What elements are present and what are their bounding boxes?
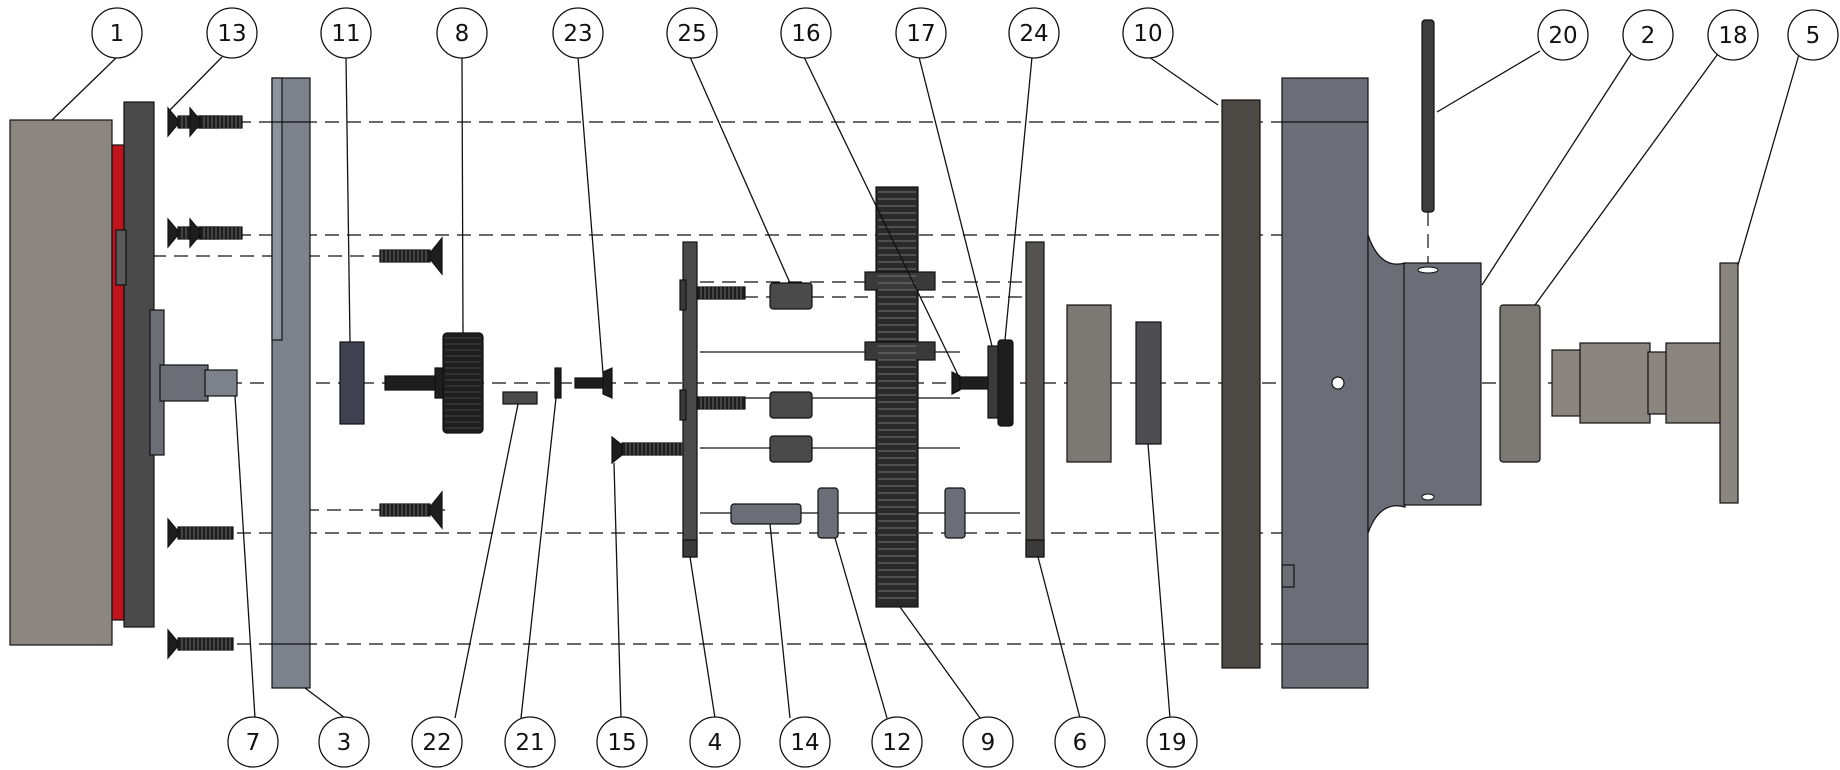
part-key	[502, 391, 538, 405]
balloon-label: 19	[1157, 730, 1186, 756]
part-pinion	[384, 332, 484, 434]
balloon-label: 4	[708, 730, 723, 756]
balloon-label: 14	[790, 730, 819, 756]
balloon-19: 19	[1146, 716, 1198, 768]
balloon-24: 24	[1008, 7, 1060, 59]
part-standoffs	[769, 282, 813, 463]
part-screw-23	[574, 367, 613, 399]
part-front-plate	[679, 241, 746, 558]
part-rear-plate	[1025, 241, 1045, 558]
balloon-label: 7	[246, 730, 261, 756]
balloon-7: 7	[227, 716, 279, 768]
balloon-6: 6	[1054, 716, 1106, 768]
balloon-25: 25	[666, 7, 718, 59]
balloon-11: 11	[320, 7, 372, 59]
part-bushing-12b	[944, 487, 966, 539]
balloon-3: 3	[318, 716, 370, 768]
balloon-label: 1	[110, 21, 125, 47]
balloon-1: 1	[91, 7, 143, 59]
balloon-23: 23	[552, 7, 604, 59]
part-gasket-plate	[1221, 99, 1261, 669]
part-large-gear	[864, 186, 936, 608]
balloon-22: 22	[411, 716, 463, 768]
part-bearing-19	[1135, 321, 1162, 445]
part-idler-assembly	[951, 339, 1014, 427]
balloon-16: 16	[780, 7, 832, 59]
part-bearing-18	[1499, 304, 1541, 463]
part-long-screw	[611, 435, 685, 465]
balloon-9: 9	[962, 716, 1014, 768]
balloon-label: 23	[563, 21, 592, 47]
balloon-label: 12	[882, 730, 911, 756]
balloon-label: 11	[331, 21, 360, 47]
part-washer	[554, 367, 562, 399]
balloon-label: 17	[906, 21, 935, 47]
balloon-15: 15	[596, 716, 648, 768]
part-mounting-plate	[271, 77, 311, 689]
balloon-label: 20	[1548, 23, 1577, 49]
balloon-label: 25	[677, 21, 706, 47]
balloon-label: 5	[1806, 23, 1821, 49]
part-output-shaft	[1551, 262, 1739, 504]
balloon-4: 4	[689, 716, 741, 768]
balloon-12: 12	[871, 716, 923, 768]
balloon-label: 2	[1641, 23, 1656, 49]
balloon-8: 8	[436, 7, 488, 59]
part-dowel-pin	[1421, 19, 1435, 213]
balloon-17: 17	[895, 7, 947, 59]
part-bearing-block	[1066, 304, 1112, 463]
balloon-5: 5	[1787, 9, 1839, 61]
balloon-20: 20	[1537, 9, 1589, 61]
part-coupler	[339, 341, 365, 425]
balloon-label: 18	[1718, 23, 1747, 49]
leader-lines	[51, 50, 1801, 719]
balloon-label: 6	[1073, 730, 1088, 756]
balloon-13: 13	[206, 7, 258, 59]
part-motor-shaft	[159, 364, 238, 402]
balloon-label: 16	[791, 21, 820, 47]
balloon-label: 15	[607, 730, 636, 756]
balloon-2: 2	[1622, 9, 1674, 61]
balloon-label: 24	[1019, 21, 1048, 47]
part-housing	[1281, 77, 1482, 689]
balloon-label: 22	[422, 730, 451, 756]
balloon-label: 13	[217, 21, 246, 47]
balloon-18: 18	[1707, 9, 1759, 61]
balloon-label: 10	[1133, 21, 1162, 47]
part-screws-13	[167, 106, 443, 660]
balloon-21: 21	[504, 716, 556, 768]
part-motor-body	[9, 101, 165, 646]
balloon-label: 3	[337, 730, 352, 756]
callout-balloons: 1 13 11 8 23 25 16 17 24 10 20 2 18 5 7 …	[91, 7, 1839, 768]
balloon-label: 21	[515, 730, 544, 756]
balloon-14: 14	[779, 716, 831, 768]
balloon-label: 8	[455, 21, 470, 47]
part-bushing-12	[817, 487, 839, 539]
part-pin-14	[730, 503, 802, 525]
balloon-10: 10	[1122, 7, 1174, 59]
balloon-label: 9	[981, 730, 996, 756]
